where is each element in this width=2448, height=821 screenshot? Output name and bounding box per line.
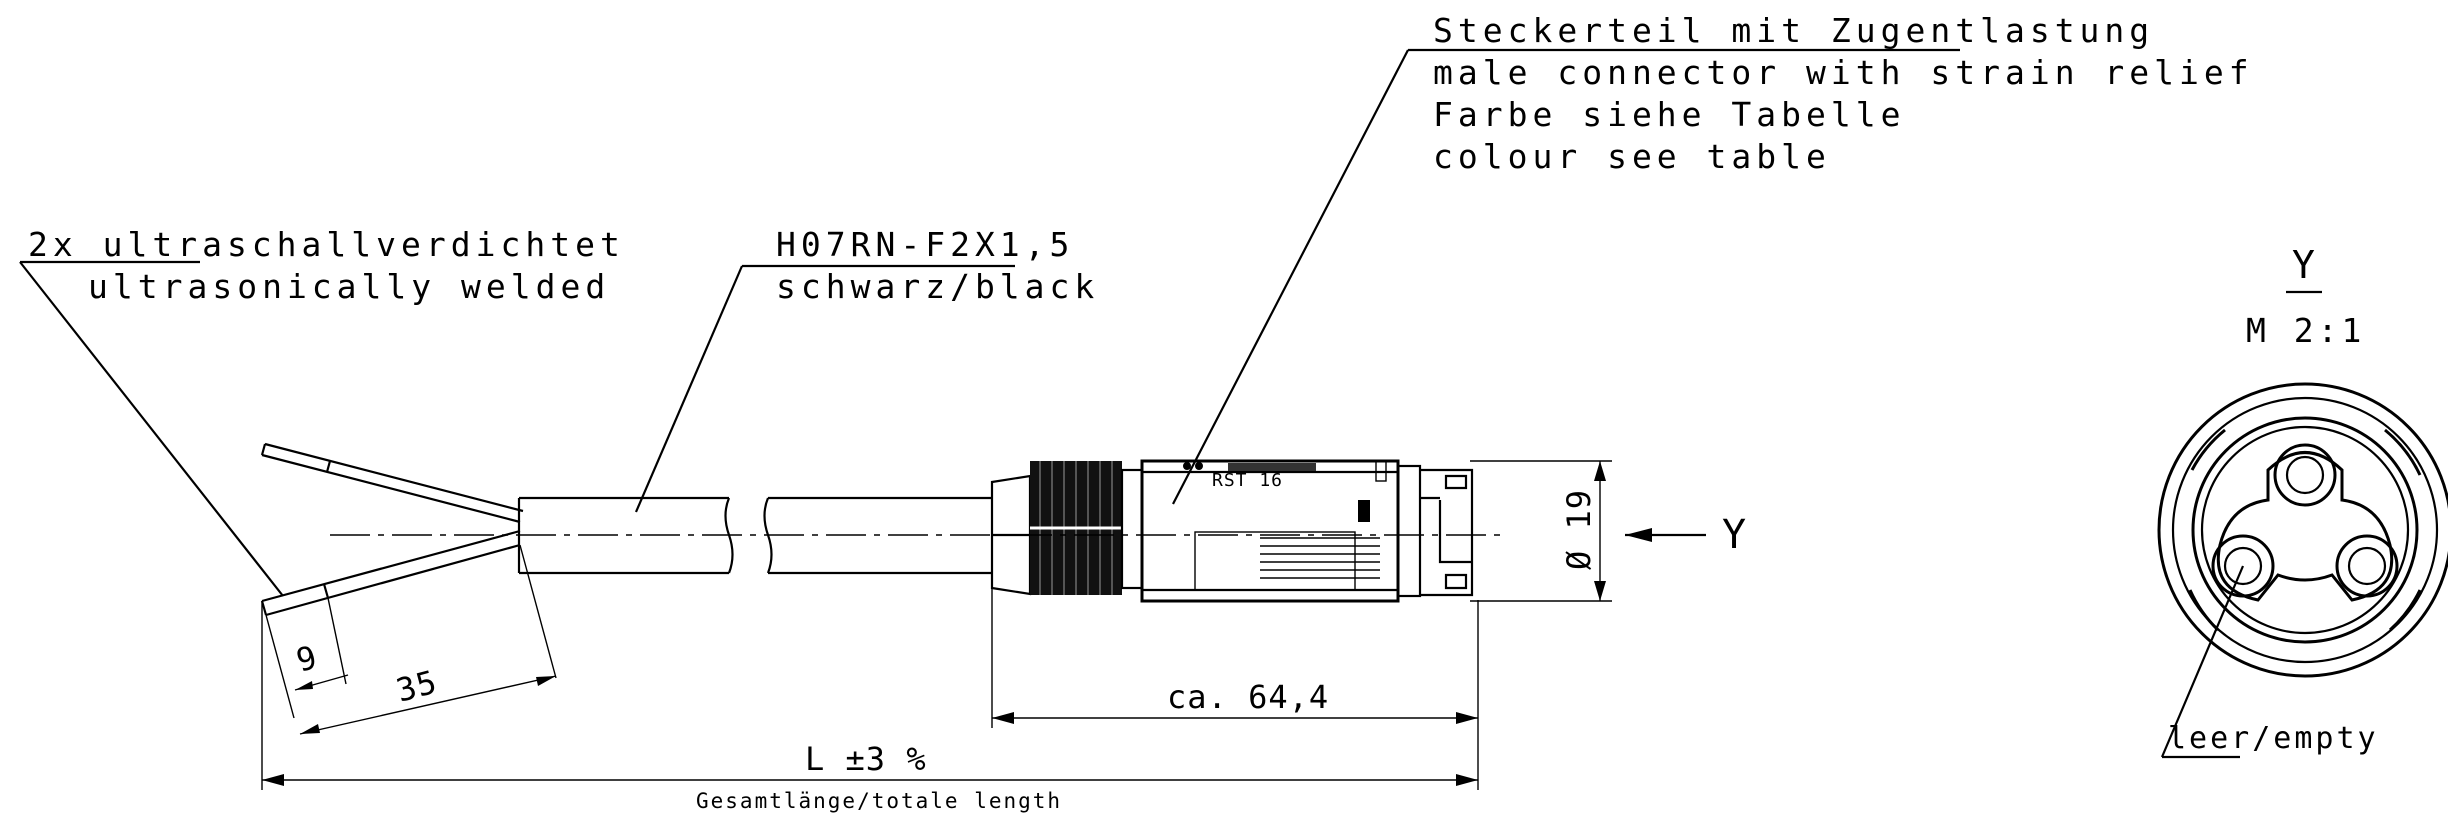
cable-note: H07RN-F2X1,5 schwarz/black xyxy=(634,225,1099,513)
connector-note-line4: colour see table xyxy=(1433,137,1831,176)
strip-long-dim: 35 xyxy=(392,663,441,710)
end-view-outer-ring xyxy=(2157,382,2448,678)
weld-leader xyxy=(19,261,284,597)
empty-pin-leader xyxy=(2160,565,2245,758)
view-arrow: Y xyxy=(1625,512,1746,558)
total-length-dimension: L ±3 % Gesamtlänge/totale length xyxy=(261,601,1479,813)
diameter-dim: Ø 19 xyxy=(1560,489,1598,570)
contact-top xyxy=(2273,443,2337,507)
weld-note-line1: 2x ultraschallverdichtet xyxy=(28,225,625,264)
strip-short-dim: 9 xyxy=(292,638,321,680)
view-letter: Y xyxy=(2292,243,2315,287)
lower-wire xyxy=(261,529,521,617)
empty-pin-label: leer/empty xyxy=(2168,721,2379,756)
view-scale: M 2:1 xyxy=(2246,311,2365,350)
lower-wire-strip-mark xyxy=(322,583,330,599)
upper-wire xyxy=(261,442,524,524)
connector-length-dimension: ca. 64,4 xyxy=(991,588,1479,728)
insulator xyxy=(2216,451,2394,602)
nut-collar xyxy=(1120,468,1144,590)
connector-leader xyxy=(1172,49,1409,505)
connector-note-line3: Farbe siehe Tabelle xyxy=(1433,95,1906,134)
cable-note-line1: H07RN-F2X1,5 xyxy=(776,225,1074,264)
contact-carrier xyxy=(1420,468,1474,597)
cable-right-segment xyxy=(768,496,992,575)
cable-leader xyxy=(634,265,744,513)
upper-wire-strip-mark xyxy=(325,460,332,473)
strip-long-dim-line xyxy=(299,675,557,735)
connector-note-line2: male connector with strain relief xyxy=(1433,53,2254,92)
view-y-title: Y M 2:1 xyxy=(2246,243,2365,350)
weld-note-line2: ultrasonically welded xyxy=(88,267,610,306)
total-length-caption: Gesamtlänge/totale length xyxy=(696,789,1062,813)
total-length-dim: L ±3 % xyxy=(805,740,927,778)
connector-body: RST 16 xyxy=(990,459,1474,603)
connector-note-line1: Steckerteil mit Zugentlastung xyxy=(1433,11,2154,50)
weld-note: 2x ultraschallverdichtet ultrasonically … xyxy=(19,225,625,597)
diameter-dimension: Ø 19 xyxy=(1470,460,1612,602)
cable-note-line2: schwarz/black xyxy=(776,267,1099,306)
strip-dimensions: 9 35 xyxy=(265,544,557,735)
contact-left-empty xyxy=(2211,534,2275,598)
end-view: leer/empty xyxy=(2157,382,2448,759)
connector-marking: RST 16 xyxy=(1212,470,1283,491)
contact-right xyxy=(2335,534,2399,598)
view-arrow-letter: Y xyxy=(1722,512,1746,558)
locking-sleeve xyxy=(1396,464,1422,598)
connector-note: Steckerteil mit Zugentlastung male conne… xyxy=(1172,11,2254,505)
wire-ends xyxy=(260,442,524,617)
connector-length-dim: ca. 64,4 xyxy=(1167,678,1329,716)
